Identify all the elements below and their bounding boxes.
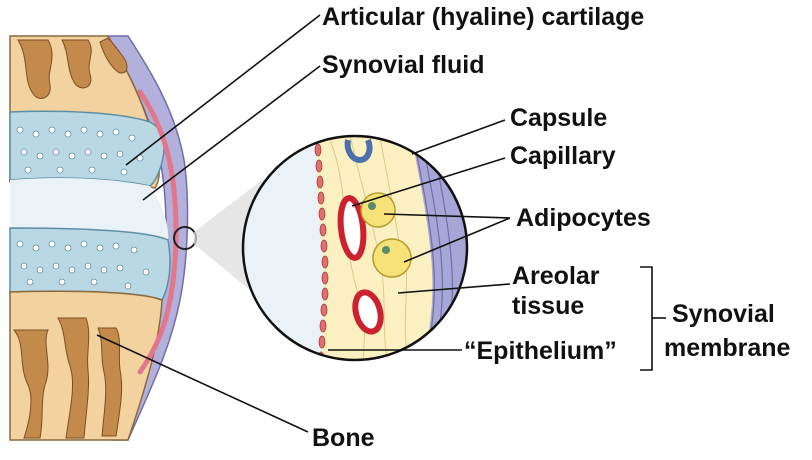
label-areolar: Areolar bbox=[512, 262, 600, 290]
inset-circle-border bbox=[241, 134, 469, 362]
upper-bone-marrow bbox=[17, 37, 128, 99]
capillary-lower bbox=[352, 289, 384, 335]
label-capsule: Capsule bbox=[510, 104, 608, 132]
label-tissue: tissue bbox=[512, 292, 585, 320]
adipocyte-cells bbox=[360, 192, 412, 278]
joint-cross-section bbox=[9, 35, 197, 441]
label-articular-cartilage: Articular (hyaline) cartilage bbox=[322, 3, 645, 31]
label-bone: Bone bbox=[312, 424, 375, 452]
leader-lines bbox=[96, 14, 666, 433]
label-capillary: Capillary bbox=[510, 142, 616, 170]
label-epithelium: “Epithelium” bbox=[464, 337, 617, 365]
blue-vessel bbox=[344, 138, 373, 164]
label-adipocytes: Adipocytes bbox=[516, 204, 651, 232]
upper-articular-cartilage bbox=[9, 110, 165, 187]
synovial-cavity bbox=[10, 178, 169, 240]
capillary-upper bbox=[337, 195, 367, 261]
label-membrane: membrane bbox=[664, 334, 791, 362]
label-synovial-fluid: Synovial fluid bbox=[322, 51, 485, 79]
magnified-inset bbox=[241, 134, 469, 362]
cartilage-chondrocytes bbox=[16, 126, 150, 290]
synovial-membrane-edge bbox=[137, 89, 179, 375]
lower-bone-marrow bbox=[12, 317, 123, 439]
label-synovial: Synovial bbox=[672, 300, 775, 328]
